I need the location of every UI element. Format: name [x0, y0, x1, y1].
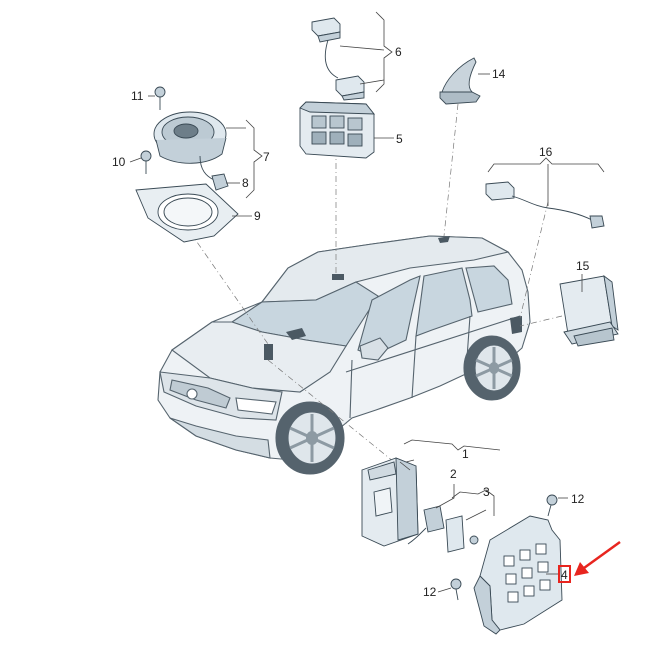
antenna-marker: [438, 236, 450, 243]
callout-4: 4: [561, 568, 568, 582]
dash-marker: [264, 344, 273, 360]
callout-11: 11: [131, 89, 144, 103]
part-9-speaker-adapter-ring: [135, 183, 239, 243]
part-1-control-module: [361, 457, 419, 547]
callout-2: 2: [450, 467, 457, 481]
part-3-bracket: [445, 515, 479, 553]
callout-5: 5: [396, 132, 403, 146]
callout-12-lower: 12: [423, 585, 437, 599]
rear-marker: [510, 316, 522, 334]
callout-16: 16: [539, 145, 553, 159]
part-10-bolt: [140, 150, 152, 174]
callout-8: 8: [242, 176, 249, 190]
rear-wheel: [463, 335, 521, 401]
part-15-control-unit: [559, 274, 619, 347]
callout-14: 14: [492, 67, 506, 81]
part-14-roof-antenna: [439, 57, 481, 105]
part-2-connector: [407, 505, 445, 545]
leader-lines: [129, 11, 605, 593]
part-7-speaker: [153, 111, 227, 164]
part-8-speaker-cable: [199, 155, 229, 191]
part-16-antenna-cable: [485, 181, 605, 229]
callout-10: 10: [112, 155, 126, 169]
car-illustration: [157, 235, 531, 475]
callout-3: 3: [483, 485, 490, 499]
callout-7: 7: [263, 150, 270, 164]
part-6-cable-harness: [311, 17, 365, 101]
callout-1: 1: [462, 447, 469, 461]
callout-labels: 1 2 3 5 6 7 8 9 10 11 12 12 14 15 16 4: [112, 45, 590, 599]
callout-9: 9: [254, 209, 261, 223]
front-wheel: [275, 401, 345, 475]
part-12-bolt-upper: [546, 494, 558, 517]
callout-4-highlight-box: [558, 565, 571, 583]
callout-6: 6: [395, 45, 402, 59]
red-arrow-icon: [574, 540, 621, 576]
callout-15: 15: [576, 259, 590, 273]
part-5-switch-panel: [299, 101, 375, 159]
part-11-bolt: [154, 86, 166, 110]
part-12-bolt-lower: [450, 578, 462, 601]
roof-module-marker: [332, 274, 344, 280]
location-lines: [189, 103, 563, 471]
part-4-mounting-bracket: [473, 515, 563, 635]
windscreen-marker: [286, 328, 306, 340]
callout-12-upper: 12: [571, 492, 585, 506]
